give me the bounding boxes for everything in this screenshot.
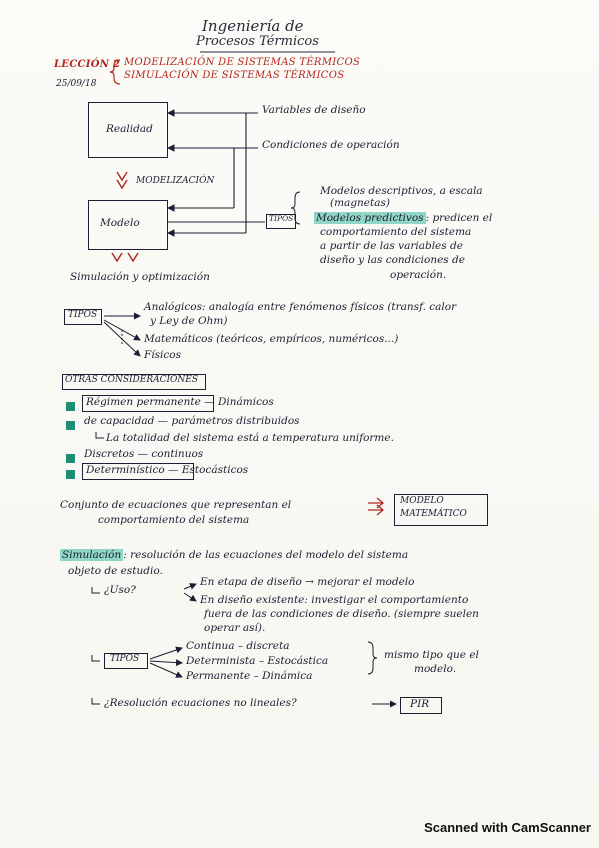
otras-item-1-text: Régimen permanente [86, 396, 201, 408]
otras-item-5: Determinístico — Estocásticos [86, 464, 249, 477]
otras-item-1-suffix: — Dinámicos [200, 396, 274, 408]
tipos-label: TIPOS [68, 310, 98, 320]
regimen-box [82, 395, 214, 412]
sim-tipo-note-1: mismo tipo que el [384, 649, 479, 661]
tipos-box [64, 309, 102, 325]
otras-item-5-text: Determinístico [86, 464, 165, 476]
otras-item-4-text: Discretos [84, 448, 135, 460]
modelizacion-label: MODELIZACIÓN [136, 176, 215, 186]
uso-question: ¿Uso? [104, 584, 136, 596]
condiciones-operacion: Condiciones de operación [262, 139, 400, 151]
lesson-date: 25/09/18 [56, 79, 97, 89]
simulacion-desc-1: : resolución de las ecuaciones del model… [123, 549, 409, 561]
predictivos-desc-5: operación. [390, 269, 447, 281]
bullet-square [66, 402, 75, 411]
magnetas: (magnetas) [330, 197, 390, 209]
modelo-box [88, 200, 168, 250]
otras-item-4: Discretos — continuos [84, 448, 204, 461]
bullet-square [66, 470, 75, 479]
modelo-matematico-1: MODELO [400, 496, 444, 506]
sim-tipos-box [104, 653, 148, 669]
otras-note: La totalidad del sistema está a temperat… [106, 432, 394, 444]
uso-2c: operar así). [204, 622, 266, 634]
lesson-topic-2: SIMULACIÓN DE SISTEMAS TÉRMICOS [124, 70, 345, 81]
modelos-descriptivos: Modelos descriptivos, a escala [320, 185, 483, 197]
pir-box [400, 697, 442, 714]
otras-box [62, 374, 206, 390]
otras-label: OTRAS CONSIDERACIONES [65, 375, 199, 385]
modelos-predictivos: Modelos predictivos: predicen el [314, 212, 493, 225]
simulacion-desc-2: objeto de estudio. [68, 565, 163, 577]
sim-tipo-3: Permanente – Dinámica [186, 670, 313, 682]
simulacion-optimizacion: Simulación y optimización [70, 271, 210, 283]
conjunto-line-1: Conjunto de ecuaciones que representan e… [60, 499, 292, 511]
title-line-2: Procesos Térmicos [196, 34, 319, 49]
predictivos-desc-1: : predicen el [425, 212, 493, 224]
uso-2b: fuera de las condiciones de diseño. (sie… [204, 608, 479, 620]
pir-label: PIR [410, 698, 430, 710]
modelo-matematico-box [394, 494, 488, 526]
simulacion-line-1: Simulación: resolución de las ecuaciones… [60, 549, 409, 562]
fisicos: Físicos [144, 349, 181, 361]
bullet-square [66, 421, 75, 430]
uso-2a: En diseño existente: investigar el compo… [200, 594, 469, 606]
uso-1: En etapa de diseño → mejorar el modelo [200, 576, 415, 588]
sim-tipo-note-2: modelo. [414, 663, 457, 675]
sim-tipo-2: Determinista – Estocástica [186, 655, 329, 667]
analogicos-line-1: Analógicos: analogía entre fenómenos fís… [144, 301, 457, 313]
predictivos-desc-3: a partir de las variables de [320, 240, 463, 252]
title-line-1: Ingeniería de [202, 17, 304, 35]
determinismo-box [82, 463, 194, 480]
otras-item-2-text: de capacidad [84, 415, 155, 427]
otras-item-2-suffix: — parámetros distribuidos [154, 415, 300, 427]
realidad-label: Realidad [106, 123, 153, 135]
camscanner-footer: Scanned with CamScanner [424, 820, 591, 835]
otras-item-4-suffix: — continuos [134, 448, 204, 460]
resolucion-question: ¿Resolución ecuaciones no lineales? [104, 697, 297, 709]
predictivos-highlight: Modelos predictivos [314, 212, 426, 224]
modelo-matematico-2: MATEMÁTICO [400, 509, 467, 519]
sim-tipo-1: Continua – discreta [186, 640, 290, 652]
realidad-box [88, 102, 168, 158]
variables-diseno: Variables de diseño [262, 104, 366, 116]
modelo-label: Modelo [100, 217, 140, 229]
tipos-box-top [266, 214, 296, 229]
simulacion-highlight: Simulación [60, 549, 124, 561]
tipos-label-top: TIPOS [269, 214, 294, 223]
predictivos-desc-4: diseño y las condiciones de [320, 254, 465, 266]
otras-item-1: Régimen permanente — Dinámicos [86, 396, 274, 409]
lesson-label: LECCIÓN 2 [54, 59, 121, 70]
otras-item-5-suffix: — Estocásticos [164, 464, 249, 476]
lesson-topic-1: MODELIZACIÓN DE SISTEMAS TÉRMICOS [124, 57, 361, 68]
conjunto-line-2: comportamiento del sistema [98, 514, 250, 526]
otras-item-2: de capacidad — parámetros distribuidos [84, 415, 300, 428]
bullet-square [66, 454, 75, 463]
predictivos-desc-2: comportamiento del sistema [320, 226, 472, 238]
analogicos-line-2: y Ley de Ohm) [150, 315, 228, 327]
sim-tipos-label: TIPOS [110, 654, 140, 664]
matematicos: Matemáticos (teóricos, empíricos, numéri… [144, 333, 399, 345]
